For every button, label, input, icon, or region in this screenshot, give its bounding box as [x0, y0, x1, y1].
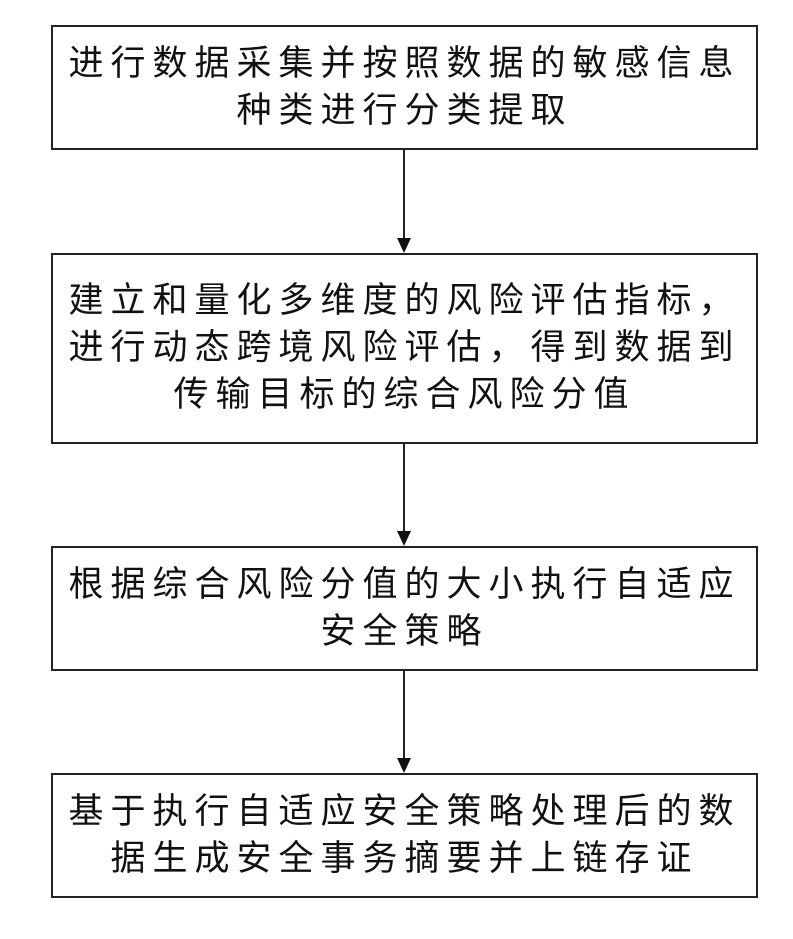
arrow-2-to-3	[397, 444, 411, 546]
arrow-1-to-2	[397, 150, 411, 253]
arrow-3-to-4	[397, 671, 411, 773]
